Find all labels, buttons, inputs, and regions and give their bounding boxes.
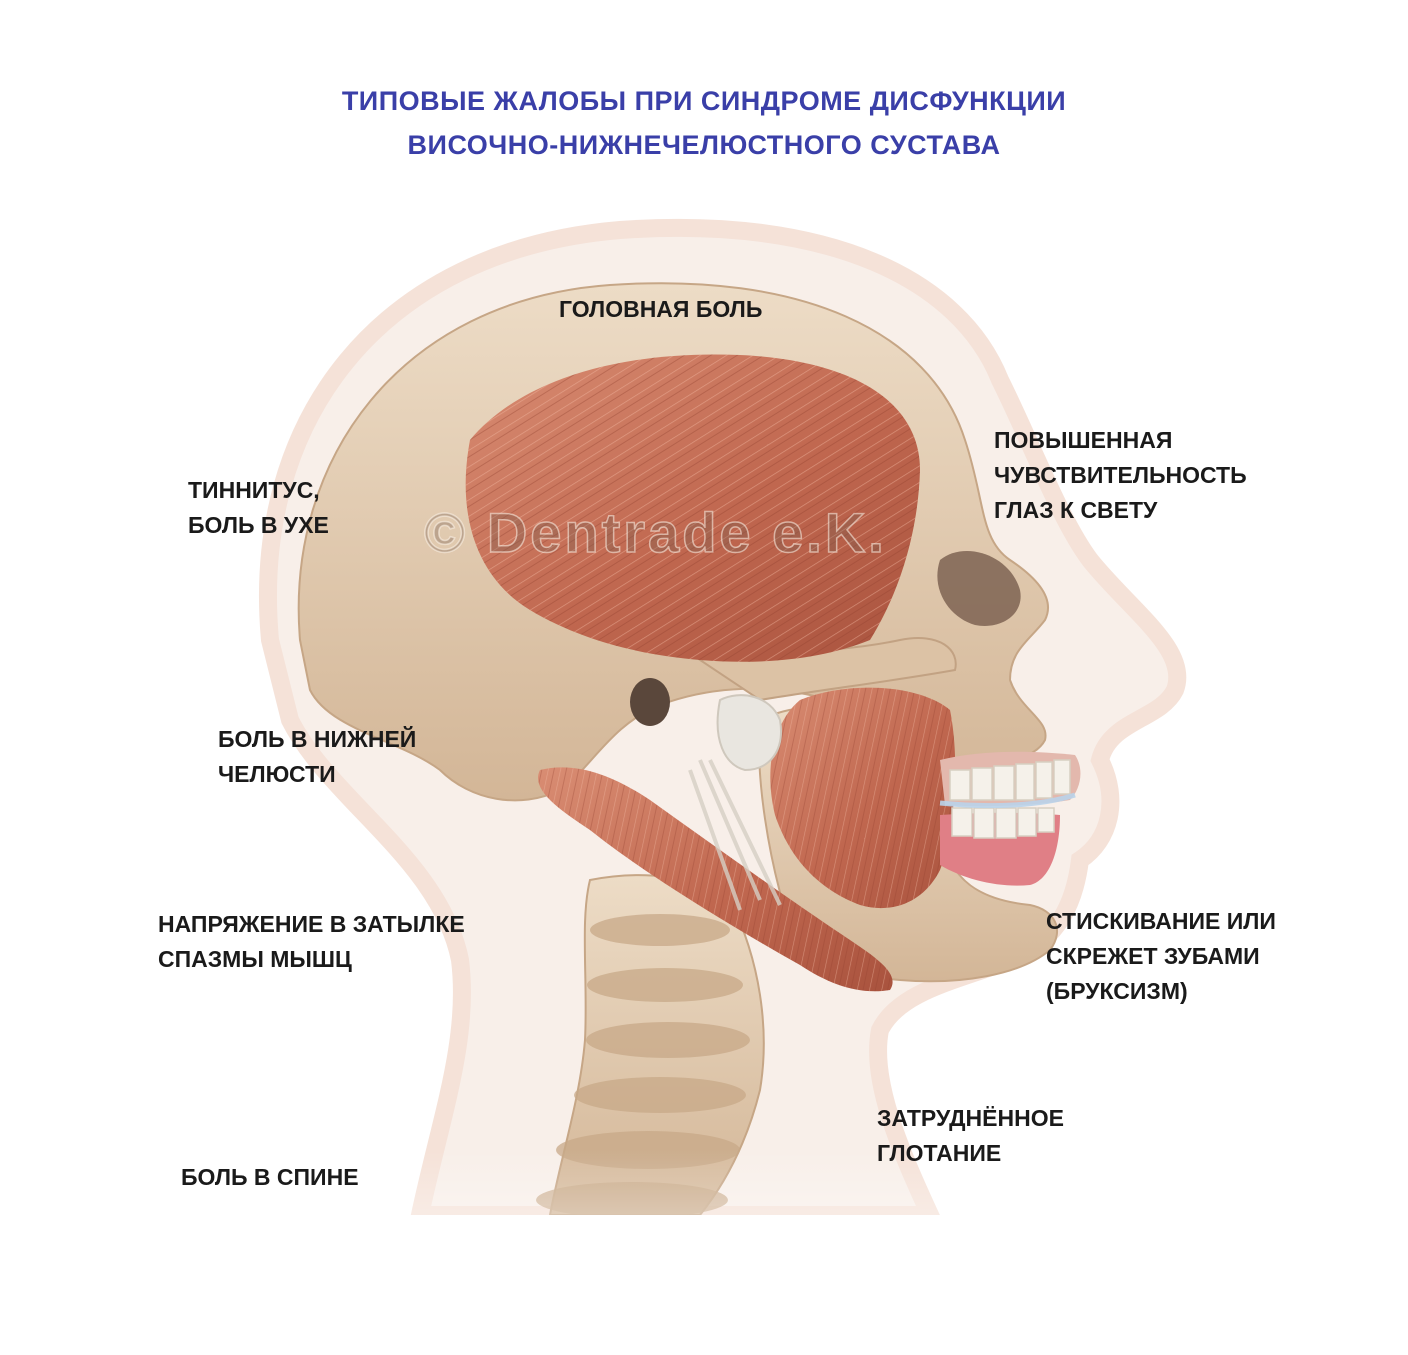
label-line: НАПРЯЖЕНИЕ В ЗАТЫЛКЕ xyxy=(158,911,465,937)
tmj-capsule xyxy=(716,694,782,772)
label-line: ЗАТРУДНЁННОЕ xyxy=(877,1105,1064,1131)
label-swallowing: ЗАТРУДНЁННОЕ ГЛОТАНИЕ xyxy=(877,1101,1064,1171)
label-line: (БРУКСИЗМ) xyxy=(1046,978,1188,1004)
neck-muscles xyxy=(538,759,893,992)
label-line: СПАЗМЫ МЫШЦ xyxy=(158,946,352,972)
label-line: СКРЕЖЕТ ЗУБАМИ xyxy=(1046,943,1260,969)
label-jaw-pain: БОЛЬ В НИЖНЕЙ ЧЕЛЮСТИ xyxy=(218,722,416,792)
title-line-2: ВИСОЧНО-НИЖНЕЧЕЛЮСТНОГО СУСТАВА xyxy=(407,130,1001,160)
label-line: СТИСКИВАНИЕ ИЛИ xyxy=(1046,908,1276,934)
label-line: ПОВЫШЕННАЯ xyxy=(994,427,1173,453)
label-line: БОЛЬ В УХЕ xyxy=(188,512,329,538)
label-headache: ГОЛОВНАЯ БОЛЬ xyxy=(559,292,762,327)
label-line: ГЛАЗ К СВЕТУ xyxy=(994,497,1158,523)
label-light-sensitivity: ПОВЫШЕННАЯ ЧУВСТВИТЕЛЬНОСТЬ ГЛАЗ К СВЕТУ xyxy=(994,423,1247,528)
label-line: ГЛОТАНИЕ xyxy=(877,1140,1002,1166)
copyright-watermark: © Dentrade e.K. xyxy=(423,500,887,565)
label-line: ГОЛОВНАЯ БОЛЬ xyxy=(559,296,763,322)
label-line: БОЛЬ В НИЖНЕЙ xyxy=(218,726,417,752)
title-line-1: ТИПОВЫЕ ЖАЛОБЫ ПРИ СИНДРОМЕ ДИСФУНКЦИИ xyxy=(341,86,1067,116)
label-line: ТИННИТУС, xyxy=(188,477,320,503)
teeth-and-gums xyxy=(939,751,1081,886)
label-line: ЧЕЛЮСТИ xyxy=(218,761,336,787)
label-bruxism: СТИСКИВАНИЕ ИЛИ СКРЕЖЕТ ЗУБАМИ (БРУКСИЗМ… xyxy=(1046,904,1276,1009)
masseter-muscle xyxy=(770,687,956,909)
label-back-pain: БОЛЬ В СПИНЕ xyxy=(181,1160,359,1195)
temporalis-muscle xyxy=(465,354,920,662)
label-line: БОЛЬ В СПИНЕ xyxy=(181,1164,359,1190)
label-line: ЧУВСТВИТЕЛЬНОСТЬ xyxy=(994,462,1247,488)
label-neck-tension: НАПРЯЖЕНИЕ В ЗАТЫЛКЕ СПАЗМЫ МЫШЦ xyxy=(158,907,465,977)
label-tinnitus: ТИННИТУС, БОЛЬ В УХЕ xyxy=(188,473,329,543)
